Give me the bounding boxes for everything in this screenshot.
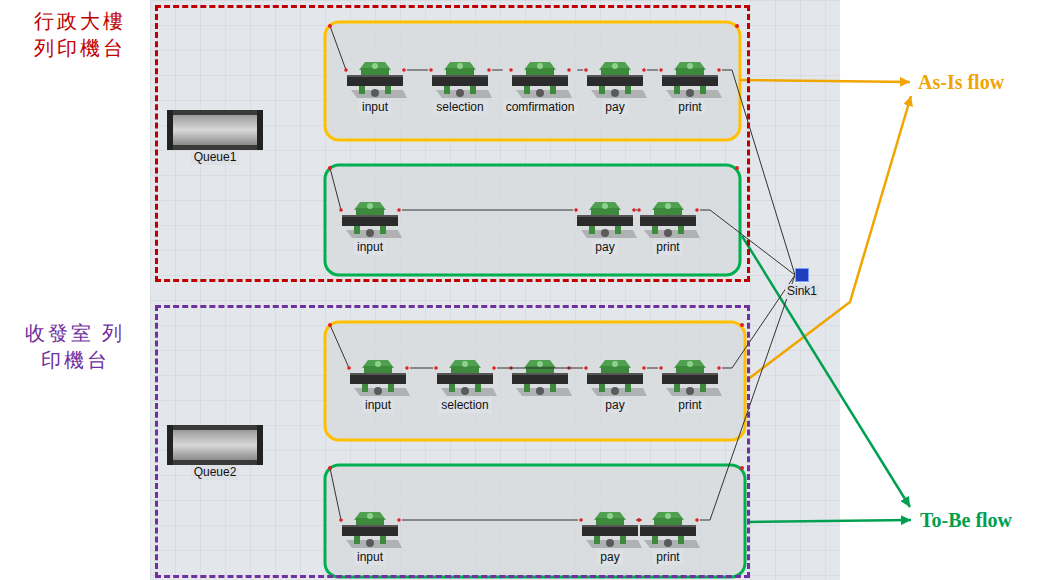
processor-icon <box>636 510 700 550</box>
connector-line <box>700 210 795 275</box>
sink-icon <box>795 268 809 282</box>
callout-label: To-Be flow <box>920 508 1012 532</box>
processor-icon <box>509 360 572 396</box>
to-be-frame <box>325 165 740 275</box>
object-label: print <box>653 240 682 255</box>
flow-frames <box>325 22 745 577</box>
processor-object: pay <box>578 510 642 565</box>
connector-line <box>497 368 583 369</box>
object-label: pay <box>602 398 627 413</box>
object-label: pay <box>597 550 622 565</box>
processor-icon <box>583 358 647 398</box>
object-label: print <box>653 550 682 565</box>
processor-object: print <box>636 510 700 565</box>
queue-icon <box>167 110 263 150</box>
connector-line <box>647 70 658 71</box>
processor-object: input <box>338 510 402 565</box>
processor-icon <box>338 200 402 240</box>
connector-line <box>410 368 433 369</box>
processor-object: comfirmation <box>503 60 578 115</box>
port-dots <box>328 24 744 470</box>
connector-line <box>577 70 583 71</box>
connector-line <box>700 275 795 520</box>
processor-object: print <box>658 358 722 413</box>
object-label: input <box>354 550 386 565</box>
region-frame: Queue1 input selection comfirmation pay print… <box>155 5 750 282</box>
processor-icon <box>433 358 497 398</box>
connector-line <box>636 210 637 211</box>
connector-line <box>407 70 428 71</box>
callout-label: As-Is flow <box>918 70 1004 94</box>
processor-icon <box>346 358 410 398</box>
processor-icon <box>573 200 637 240</box>
processor-icon <box>428 60 492 100</box>
region-frame: Queue2 input selection pay print input pay prin… <box>155 305 750 578</box>
processor-icon <box>343 60 407 100</box>
object-label: pay <box>602 100 627 115</box>
region-heading: 行政大樓 列印機台 <box>30 8 130 62</box>
processor-icon <box>636 200 700 240</box>
object-label: pay <box>592 240 617 255</box>
processor-object: selection <box>433 358 497 413</box>
object-label: Queue2 <box>191 465 240 480</box>
processor-icon <box>508 60 572 100</box>
grid-lines <box>150 0 840 580</box>
queue-object: Queue1 <box>167 110 263 165</box>
callout-arrows <box>740 80 911 522</box>
object-label: input <box>354 240 386 255</box>
region-heading: 收發室 列印機台 <box>25 320 125 374</box>
queue-icon <box>167 425 263 465</box>
processor-object: input <box>338 200 402 255</box>
connector-line <box>722 70 795 275</box>
connector-line <box>402 210 573 211</box>
object-label: Queue1 <box>191 150 240 165</box>
object-label: print <box>675 100 704 115</box>
processor-icon <box>338 510 402 550</box>
connector-line <box>492 70 503 71</box>
processor-icon <box>658 358 722 398</box>
object-label: selection <box>433 100 486 115</box>
connector-line <box>647 368 658 369</box>
processor-object: pay <box>573 200 637 255</box>
connector-line <box>402 520 578 521</box>
to-be-frame <box>325 465 745 577</box>
processor-object: pay <box>583 358 647 413</box>
object-label: print <box>675 398 704 413</box>
processor-object: selection <box>428 60 492 115</box>
processor-object: input <box>343 60 407 115</box>
grid-ground <box>150 0 840 580</box>
as-is-frame <box>325 22 740 140</box>
object-label: input <box>362 398 394 413</box>
object-label: comfirmation <box>503 100 578 115</box>
processor-object: print <box>636 200 700 255</box>
queue-object: Queue2 <box>167 425 263 480</box>
processor-object: print <box>658 60 722 115</box>
as-is-frame <box>325 322 745 440</box>
processor-object: pay <box>583 60 647 115</box>
object-label: input <box>359 100 391 115</box>
processor-icon <box>658 60 722 100</box>
processor-icon <box>583 60 647 100</box>
object-label: Sink1 <box>785 284 819 299</box>
port-stubs <box>330 26 349 520</box>
processor-object: input <box>346 358 410 413</box>
processor-icon <box>578 510 642 550</box>
sink-object: Sink1 <box>795 268 809 282</box>
object-label: selection <box>438 398 491 413</box>
